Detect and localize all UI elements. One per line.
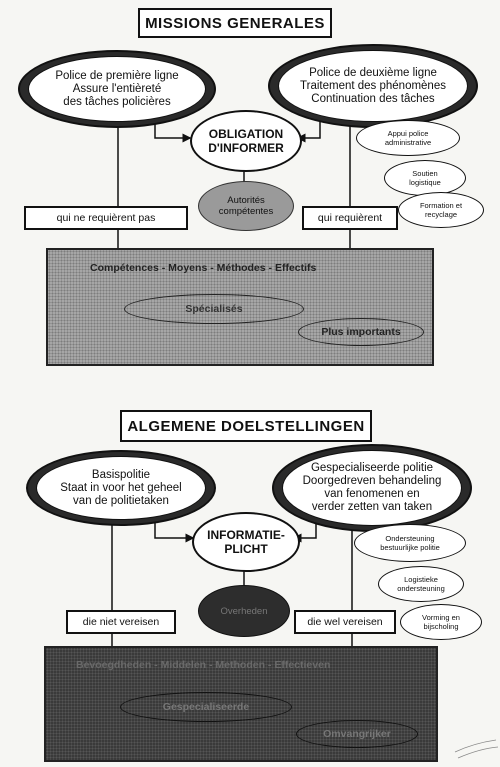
nl-basic-police-text-1: Basispolitie — [91, 468, 151, 481]
fr-first-line-police-text-3: des tâches policières — [63, 95, 171, 108]
nl-side-item-3-line-2: bijscholing — [423, 622, 459, 631]
fr-second-line-police-ellipse: Police de deuxième ligne Traitement des … — [268, 44, 478, 128]
nl-basic-police-ellipse: Basispolitie Staat in voor het geheel va… — [26, 450, 216, 526]
fr-side-item-1-line-2: administrative — [384, 138, 432, 147]
nl-label-not-require: die niet vereisen — [66, 610, 176, 634]
fr-side-item-3-line-1: Formation et — [419, 201, 463, 210]
nl-specialized-police-text-3: van fenomenen en — [324, 488, 420, 500]
nl-specialized-oval: Gespecialiseerde — [120, 692, 292, 722]
fr-second-line-police-text-3: Continuation des tâches — [311, 92, 435, 105]
nl-basic-police-text-2: Staat in voor het geheel — [60, 481, 182, 494]
fr-first-line-police-ellipse: Police de première ligne Assure l'entièr… — [18, 50, 216, 128]
nl-side-item-training: Vorming en bijscholing — [400, 604, 482, 640]
fr-second-line-police-text-2: Traitement des phénomènes — [300, 79, 446, 92]
fr-label-require: qui requièrent — [302, 206, 398, 230]
nl-side-item-1-line-1: Ondersteuning — [385, 534, 435, 543]
nl-central-line-2: PLICHT — [224, 542, 268, 556]
nl-authorities: Overheden — [198, 585, 290, 637]
nl-side-item-3-line-1: Vorming en — [422, 613, 460, 622]
fr-central-line-2: D'INFORMER — [208, 141, 284, 155]
fr-specialized-oval: Spécialisés — [124, 294, 304, 324]
nl-more-important-oval: Omvangrijker — [296, 720, 418, 748]
nl-specialized-police-ellipse: Gespecialiseerde politie Doorgedreven be… — [272, 444, 472, 532]
fr-panel-header: Compétences - Moyens - Méthodes - Effect… — [90, 262, 317, 274]
fr-side-item-logistic-support: Soutien logistique — [384, 160, 466, 196]
nl-specialized-police-text-1: Gespecialiseerde politie — [310, 462, 434, 474]
fr-first-line-police-text-2: Assure l'entièreté — [72, 82, 162, 95]
nl-side-item-admin-support: Ondersteuning bestuurlijke politie — [354, 524, 466, 562]
fr-obligation-to-inform: OBLIGATION D'INFORMER — [190, 110, 302, 172]
nl-information-duty: INFORMATIE- PLICHT — [192, 512, 300, 572]
nl-panel-header: Bevoegdheden - Middelen - Methoden - Eff… — [76, 659, 331, 671]
nl-specialized-police-text-4: verder zetten van taken — [311, 501, 433, 513]
nl-central-line-1: INFORMATIE- — [207, 528, 285, 542]
fr-central-line-1: OBLIGATION — [208, 127, 284, 141]
fr-title: MISSIONS GENERALES — [138, 8, 332, 38]
fr-side-item-1-line-1: Appui police — [387, 129, 429, 138]
fr-authorities-line-2: compétentes — [218, 206, 274, 217]
fr-first-line-police-text-1: Police de première ligne — [55, 69, 179, 82]
fr-more-important-oval: Plus importants — [298, 318, 424, 346]
nl-side-item-1-line-2: bestuurlijke politie — [380, 543, 440, 552]
nl-side-item-2-line-1: Logistieke — [404, 575, 438, 584]
fr-side-item-2-line-1: Soutien — [412, 169, 438, 178]
fr-second-line-police-text-1: Police de deuxième ligne — [309, 66, 437, 79]
fr-side-item-training: Formation et recyclage — [398, 192, 484, 228]
nl-title: ALGEMENE DOELSTELLINGEN — [120, 410, 372, 442]
fr-side-item-2-line-2: logistique — [409, 178, 441, 187]
nl-label-require: die wel vereisen — [294, 610, 396, 634]
fr-authorities-line-1: Autorités — [227, 195, 265, 206]
fr-label-not-require: qui ne requièrent pas — [24, 206, 188, 230]
fr-side-item-3-line-2: recyclage — [424, 210, 458, 219]
fr-competent-authorities: Autorités compétentes — [198, 181, 294, 231]
nl-side-item-2-line-2: ondersteuning — [397, 584, 445, 593]
nl-basic-police-text-3: van de politietaken — [73, 494, 169, 507]
nl-side-item-logistic-support: Logistieke ondersteuning — [378, 566, 464, 602]
nl-specialized-police-text-2: Doorgedreven behandeling — [302, 475, 442, 487]
fr-side-item-admin-support: Appui police administrative — [356, 120, 460, 156]
